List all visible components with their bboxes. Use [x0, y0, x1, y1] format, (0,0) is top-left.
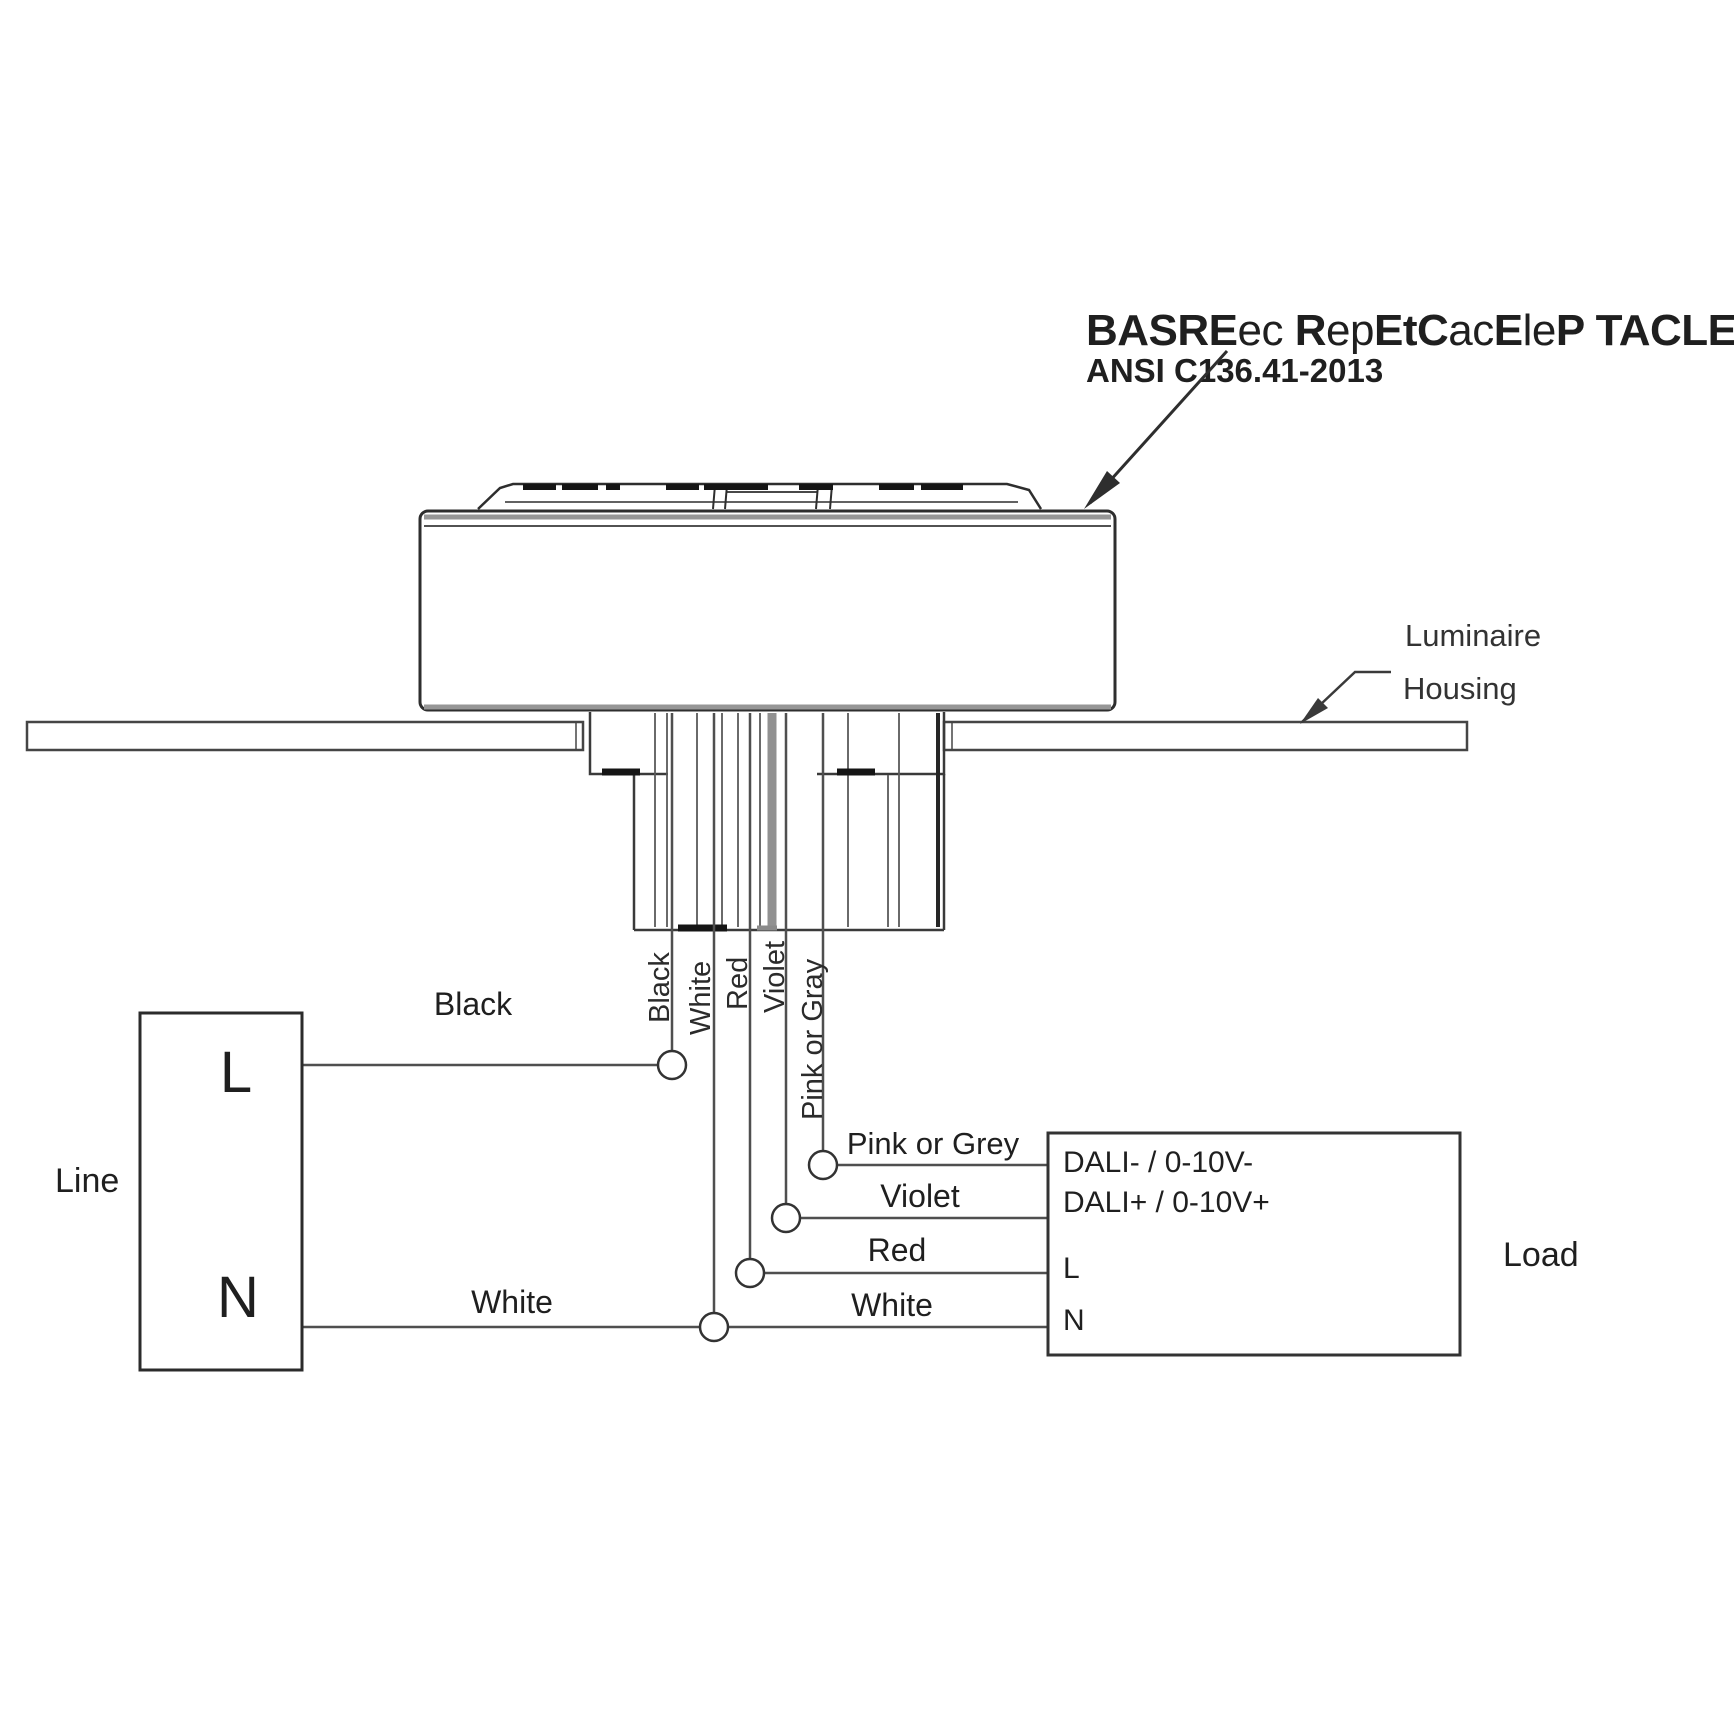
run-label-pink-or-grey: Pink or Grey — [847, 1126, 1020, 1161]
wire-black — [302, 713, 674, 1067]
housing-panel-right — [942, 720, 1469, 752]
line-box: L N — [138, 1011, 304, 1372]
run-label-black: Black — [434, 986, 513, 1022]
stem-hatch-marks — [602, 768, 875, 932]
wire-label-red-vertical: Red — [722, 957, 754, 1010]
luminaire-housing-callout: Luminaire Housing — [1300, 618, 1541, 724]
wire-white — [302, 713, 1048, 1329]
run-label-violet: Violet — [880, 1178, 960, 1214]
receptacle-wire-labels: Black White Red Violet Pink or Gray — [644, 941, 829, 1120]
luminaire-housing-panel — [25, 720, 1469, 752]
diagram-standard: ANSI C136.41-2013 — [1086, 352, 1383, 389]
connection-nodes — [656, 1049, 839, 1343]
load-terminal-dali-minus: DALI- / 0-10V- — [1063, 1146, 1253, 1179]
wire-pink-or-gray — [821, 713, 1048, 1167]
wire-red — [748, 713, 1048, 1275]
callout-line2: Housing — [1403, 671, 1517, 706]
receptacle-drawing — [418, 482, 1117, 712]
wire-violet — [784, 713, 1048, 1220]
callout-line1: Luminaire — [1405, 618, 1541, 653]
node-violet — [770, 1202, 802, 1234]
title-leader-arrow — [1084, 349, 1229, 509]
node-red — [734, 1257, 766, 1289]
receptacle-body — [418, 509, 1117, 712]
node-pink-or-gray — [807, 1149, 839, 1181]
run-label-red: Red — [868, 1232, 927, 1268]
line-terminal-n: N — [217, 1265, 259, 1330]
wires — [302, 713, 1048, 1329]
load-terminal-l: L — [1063, 1252, 1080, 1285]
run-label-white-left: White — [471, 1284, 553, 1320]
receptacle-stem — [588, 712, 946, 932]
housing-panel-left — [25, 720, 585, 752]
node-black — [656, 1049, 688, 1081]
load-terminal-n: N — [1063, 1304, 1085, 1337]
wire-label-violet-vertical: Violet — [759, 941, 791, 1013]
run-label-white-right: White — [851, 1287, 933, 1323]
load-terminal-dali-plus: DALI+ / 0-10V+ — [1063, 1186, 1270, 1219]
line-terminal-l: L — [220, 1040, 252, 1105]
load-box: DALI- / 0-10V- DALI+ / 0-10V+ L N — [1046, 1131, 1462, 1357]
load-label: Load — [1503, 1236, 1579, 1274]
wire-run-labels: Black White Pink or Grey Violet Red Whit… — [434, 986, 1020, 1323]
receptacle-cap — [477, 482, 1043, 510]
callout-leader-arrow — [1300, 670, 1391, 724]
wire-label-black-vertical: Black — [644, 952, 676, 1023]
node-white — [698, 1311, 730, 1343]
diagram-title: BASREec RepEtCacEleP TACLE — [1086, 306, 1734, 355]
line-label: Line — [55, 1162, 119, 1200]
stem-wire-channels — [654, 713, 900, 927]
wire-label-white-vertical: White — [685, 961, 717, 1035]
wire-label-pink-or-gray-vertical: Pink or Gray — [797, 958, 829, 1120]
